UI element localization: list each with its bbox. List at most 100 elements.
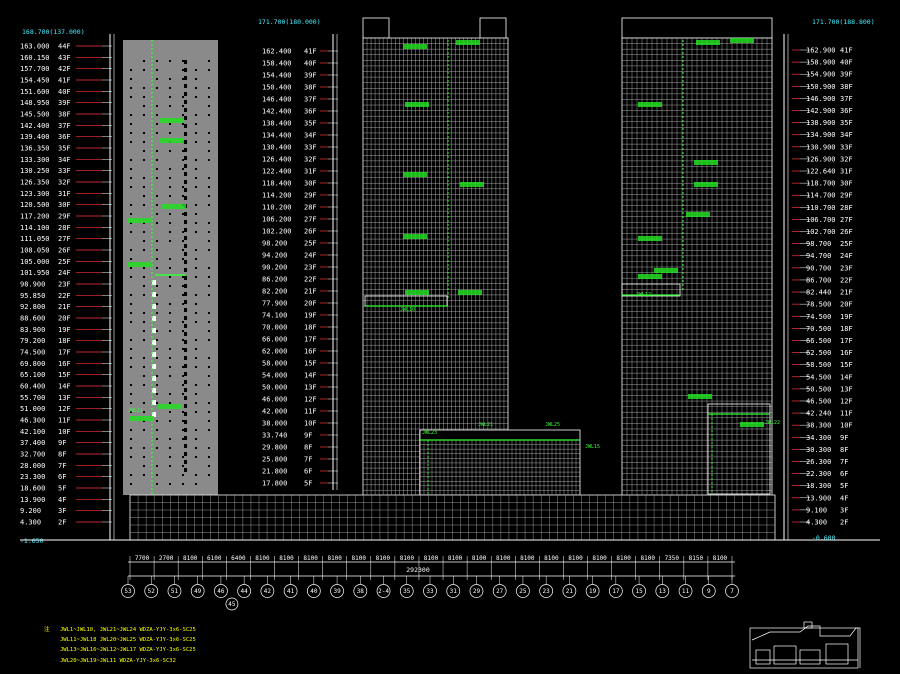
- level-elevation: 110.700: [806, 204, 836, 212]
- axis-label: 19: [589, 588, 597, 595]
- level-elevation: 98.700: [806, 240, 831, 248]
- axis-label: 42: [264, 588, 272, 595]
- left-bottom-elevation: -1.650: [20, 537, 44, 545]
- mark-label: JWL12: [636, 292, 651, 298]
- level-elevation: 60.400: [20, 383, 45, 391]
- axis-bubble: [423, 584, 437, 598]
- dimension-value: 8100: [448, 555, 463, 562]
- axis-label: 17: [612, 588, 620, 595]
- level-elevation: 105.000: [20, 258, 50, 266]
- level-elevation: 17.800: [262, 480, 287, 488]
- level-floor: 31F: [58, 190, 71, 198]
- level-floor: 11F: [304, 408, 317, 416]
- level-elevation: 108.050: [20, 247, 50, 255]
- level-floor: 5F: [304, 480, 312, 488]
- level-elevation: 98.900: [20, 281, 45, 289]
- level-floor: 15F: [304, 360, 317, 368]
- axis-bubble: [306, 584, 321, 598]
- dimension-value: 8100: [376, 555, 391, 562]
- axis-bubble: [655, 584, 670, 598]
- level-floor: 40F: [304, 60, 317, 68]
- axis-label: 52: [148, 588, 156, 595]
- level-elevation: 130.400: [262, 144, 292, 152]
- mark-label: JWL23: [422, 430, 437, 436]
- axis-bubble: [167, 584, 182, 598]
- level-elevation: 22.300: [806, 470, 831, 478]
- axis-bubble: [539, 584, 554, 598]
- level-elevation: 134.400: [262, 132, 292, 140]
- axis-label: 53: [124, 588, 132, 595]
- axis-bubble: [678, 584, 693, 598]
- axis-label: 33: [426, 588, 434, 595]
- level-floor: 35F: [304, 120, 317, 128]
- level-elevation: 37.400: [20, 439, 45, 447]
- level-floor: 14F: [58, 383, 71, 391]
- level-floor: 41F: [58, 77, 71, 85]
- level-elevation: 70.000: [262, 324, 287, 332]
- level-floor: 17F: [840, 337, 853, 345]
- axis-label: 25: [519, 588, 527, 595]
- level-elevation: 145.500: [20, 111, 50, 119]
- level-floor: 39F: [840, 71, 853, 79]
- level-elevation: 77.900: [262, 300, 287, 308]
- level-floor: 10F: [58, 428, 71, 436]
- level-elevation: 123.300: [20, 190, 50, 198]
- level-elevation: 126.900: [806, 155, 836, 163]
- level-elevation: 9.200: [20, 507, 41, 515]
- level-floor: 8F: [840, 446, 848, 454]
- dimension-value: 8100: [592, 555, 607, 562]
- axis-label: 49: [194, 588, 202, 595]
- level-elevation: 86.700: [806, 276, 831, 284]
- level-floor: 13F: [304, 384, 317, 392]
- level-elevation: 114.100: [20, 224, 50, 232]
- level-elevation: 92.800: [20, 303, 45, 311]
- axis-bubble: [562, 584, 577, 598]
- mark-label: JWL25: [545, 422, 560, 428]
- dimension-value: 8100: [544, 555, 559, 562]
- level-elevation: 162.400: [262, 48, 292, 56]
- middle-top-elevation: 171.700(180.000): [258, 18, 321, 26]
- level-elevation: 130.250: [20, 167, 50, 175]
- level-elevation: 23.300: [20, 473, 45, 481]
- level-floor: 27F: [840, 216, 853, 224]
- mark-label: JWL15: [585, 444, 600, 450]
- dimension-value: 8100: [303, 555, 318, 562]
- level-floor: 21F: [58, 303, 71, 311]
- axis-bubble: [190, 584, 205, 598]
- level-floor: 25F: [304, 240, 317, 248]
- level-elevation: 13.900: [20, 496, 45, 504]
- level-elevation: 122.640: [806, 168, 836, 176]
- legend-line-2: JWL11~JWL18 JWL20~JWL25 WDZA-YJY-3x6-SC2…: [60, 637, 196, 643]
- dimension-value: 8100: [424, 555, 439, 562]
- level-elevation: 150.900: [806, 83, 836, 91]
- dimension-value: 8100: [255, 555, 270, 562]
- level-floor: 24F: [58, 269, 71, 277]
- legend-marker: 注: [44, 625, 50, 633]
- level-floor: 23F: [58, 281, 71, 289]
- dimension-value: 6400: [231, 555, 246, 562]
- level-floor: 25F: [840, 240, 853, 248]
- level-floor: 10F: [840, 422, 853, 430]
- level-elevation: 133.300: [20, 156, 50, 164]
- dimension-value: 8100: [568, 555, 583, 562]
- axis-bubble: [701, 584, 716, 598]
- axis-bubble: [516, 584, 530, 598]
- level-floor: 21F: [304, 288, 317, 296]
- level-floor: 32F: [304, 156, 317, 164]
- level-floor: 32F: [840, 155, 853, 163]
- level-elevation: 101.950: [20, 269, 50, 277]
- level-elevation: 142.400: [20, 122, 50, 130]
- level-elevation: 30.300: [806, 446, 831, 454]
- level-floor: 38F: [840, 83, 853, 91]
- mark-label: JWL10: [400, 307, 415, 313]
- level-floor: 20F: [840, 301, 853, 309]
- level-floor: 30F: [58, 201, 71, 209]
- level-elevation: 55.700: [20, 394, 45, 402]
- level-elevation: 163.000: [20, 43, 50, 51]
- level-elevation: 46.300: [20, 417, 45, 425]
- total-dimension: 292300: [406, 566, 430, 574]
- level-elevation: 102.200: [262, 228, 292, 236]
- level-elevation: 98.200: [262, 240, 287, 248]
- level-floor: 12F: [840, 397, 853, 405]
- level-elevation: 90.200: [262, 264, 287, 272]
